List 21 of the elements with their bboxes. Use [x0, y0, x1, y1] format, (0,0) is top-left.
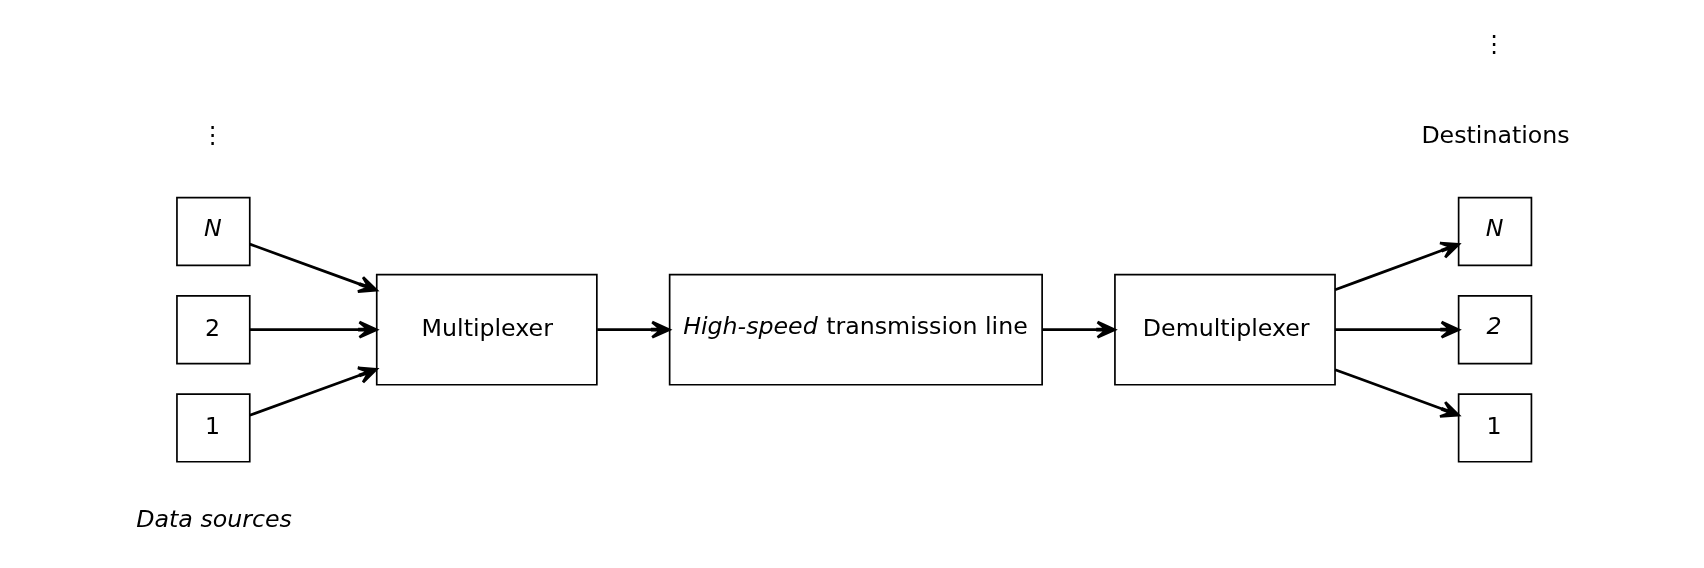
arrow [1334, 368, 1460, 418]
arrow [1042, 320, 1116, 339]
label: Data sources [135, 505, 292, 534]
node-box: 1 [1457, 393, 1532, 463]
arrow [249, 320, 378, 339]
node-box: N [175, 196, 251, 267]
label: Destinations [1420, 120, 1570, 149]
node-box: 2 [175, 295, 251, 365]
arrow [248, 366, 378, 417]
node-box: N [1457, 196, 1532, 267]
node-box: High-speed transmission line [668, 273, 1043, 386]
arrow [1334, 241, 1460, 292]
arrow [248, 242, 378, 293]
arrow [1334, 320, 1460, 339]
node-box: Demultiplexer [1113, 273, 1336, 386]
node-box: Multiplexer [375, 273, 598, 386]
label: ⋮ [1481, 29, 1506, 58]
arrow [596, 320, 671, 339]
label: ⋮ [200, 120, 224, 149]
node-box: 2 [1457, 295, 1532, 365]
node-box: 1 [175, 393, 251, 463]
